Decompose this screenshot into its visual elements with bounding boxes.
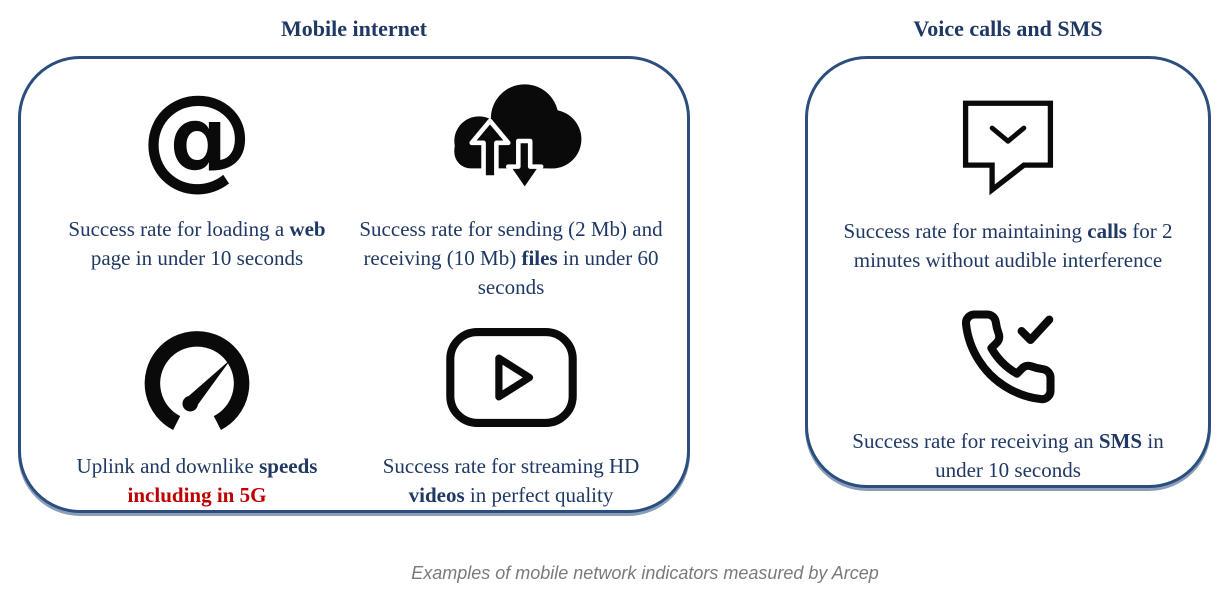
voice-sms-panel: Voice calls and SMS Success rate for mai…	[805, 12, 1211, 488]
at-glyph: @	[141, 72, 253, 202]
indicator-calls-text: Success rate for maintaining calls for 2…	[843, 219, 1173, 272]
figure-caption: Examples of mobile network indicators me…	[411, 563, 879, 583]
mobile-internet-panel: Mobile internet @ Success rate for loadi…	[18, 12, 690, 513]
indicator-speeds: Uplink and downlike speeds including in …	[43, 310, 351, 510]
speedometer-icon	[134, 310, 260, 446]
video-player-icon	[444, 310, 579, 446]
indicator-files-text: Success rate for sending (2 Mb) and rece…	[359, 217, 663, 299]
indicator-calls: Success rate for maintaining calls for 2…	[840, 83, 1176, 275]
indicator-videos: Success rate for streaming HD videos in …	[357, 310, 665, 510]
mobile-internet-title: Mobile internet	[280, 16, 428, 41]
phone-check-icon	[953, 293, 1063, 421]
at-icon: @	[141, 73, 253, 209]
indicator-sms-text: Success rate for receiving an SMS in und…	[852, 428, 1164, 482]
mobile-internet-box: @ Success rate for loading a web page in…	[18, 56, 690, 513]
cloud-upload-download-icon	[436, 73, 586, 209]
voice-sms-title: Voice calls and SMS	[913, 16, 1103, 41]
indicator-sms: Success rate for receiving an SMS in und…	[826, 293, 1190, 485]
indicator-web-page: @ Success rate for loading a web page in…	[43, 73, 351, 302]
voice-sms-box: Success rate for maintaining calls for 2…	[805, 56, 1211, 488]
indicator-web-text: Success rate for loading a web page in u…	[68, 217, 326, 270]
indicator-speeds-text: Uplink and downlike speeds including in …	[76, 453, 318, 507]
indicator-videos-text: Success rate for streaming HD videos in …	[382, 453, 640, 507]
message-received-icon	[955, 83, 1061, 211]
indicator-files: Success rate for sending (2 Mb) and rece…	[357, 73, 665, 302]
